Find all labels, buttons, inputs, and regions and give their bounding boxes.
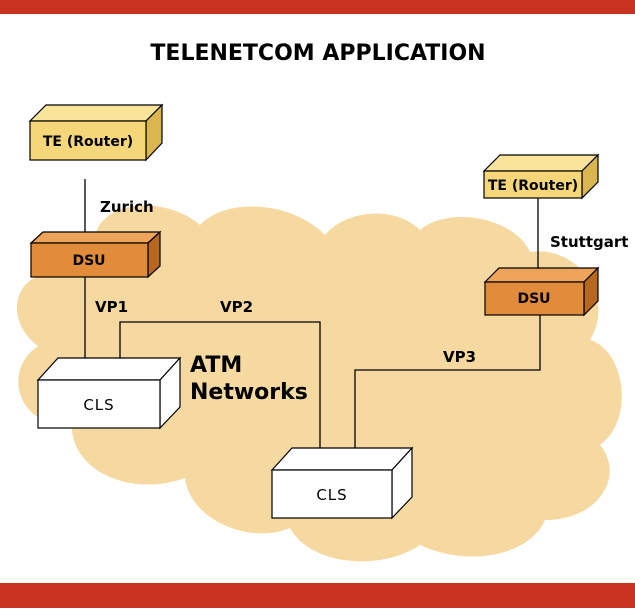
vp2-label: VP2: [220, 298, 253, 316]
cls-left-label: CLS: [83, 396, 114, 414]
dsu-zurich-label: DSU: [72, 253, 105, 269]
router-zurich: TE (Router): [28, 103, 164, 162]
cls-center: CLS: [270, 446, 414, 520]
site-label-stuttgart: Stuttgart: [550, 233, 628, 251]
cls-center-label: CLS: [316, 486, 347, 504]
site-label-zurich: Zurich: [100, 198, 154, 216]
router-stuttgart-label: TE (Router): [488, 178, 578, 194]
vp1-label: VP1: [95, 298, 128, 316]
diagram-title: TELENETCOM APPLICATION: [150, 41, 485, 66]
network-label-line2: Networks: [190, 380, 308, 405]
dsu-zurich: DSU: [29, 230, 162, 279]
router-stuttgart: TE (Router): [482, 153, 600, 200]
vp2-link: [119, 321, 321, 458]
router-zurich-label: TE (Router): [43, 134, 133, 150]
bottom-border: [0, 583, 635, 608]
vp3-link: [354, 315, 541, 458]
top-border: [0, 0, 635, 14]
dsu-stuttgart: DSU: [483, 266, 600, 317]
network-label-line1: ATM: [190, 353, 242, 378]
dsu-stuttgart-label: DSU: [517, 291, 550, 307]
cls-left: CLS: [36, 356, 182, 430]
vp3-label: VP3: [443, 348, 476, 366]
